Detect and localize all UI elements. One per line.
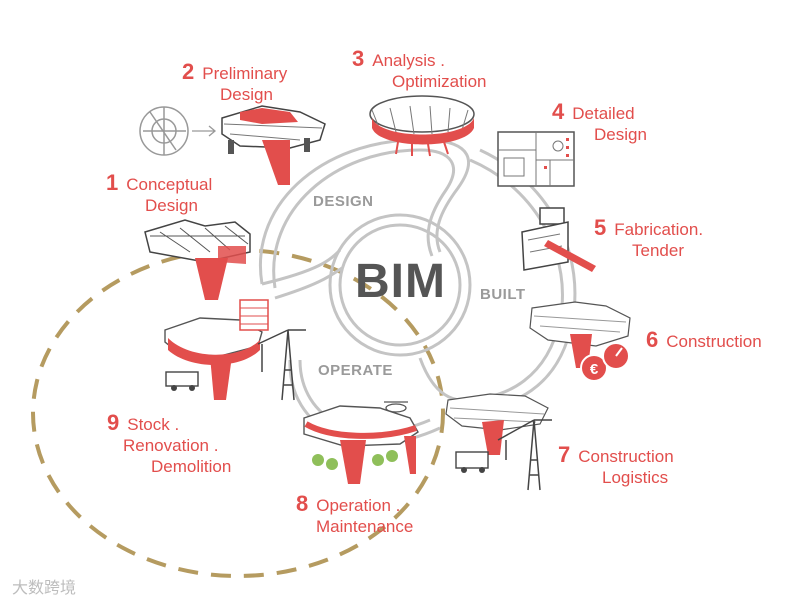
svg-text:€: € bbox=[590, 361, 599, 378]
truck-icon bbox=[165, 371, 199, 391]
phase-design-label: DESIGN bbox=[313, 193, 374, 210]
crane-icon bbox=[497, 419, 552, 491]
step-6-line-1: Construction bbox=[666, 332, 762, 351]
step-6-label: 6 Construction bbox=[646, 329, 762, 352]
truck-icon bbox=[455, 451, 489, 473]
step-3-line-1: Analysis . bbox=[372, 51, 445, 70]
step-7-number: 7 bbox=[558, 442, 571, 467]
step-9-line-3: Demolition bbox=[151, 457, 232, 476]
step-2-line-1: Preliminary bbox=[202, 64, 288, 83]
step-9-line-1: Stock . bbox=[127, 415, 180, 434]
step-4-line-2: Design bbox=[594, 125, 647, 144]
step-7-line-2: Logistics bbox=[602, 468, 669, 487]
step-9-label: 9 Stock . Renovation . Demolition bbox=[107, 412, 231, 477]
step-4-number: 4 bbox=[552, 99, 565, 124]
floorplan-icon bbox=[497, 131, 575, 187]
watermark: 大数跨境 bbox=[12, 580, 77, 597]
bim-title: BIM bbox=[355, 255, 446, 308]
building-model-icon bbox=[445, 393, 549, 455]
step-1-line-1: Conceptual bbox=[126, 175, 213, 194]
step-5-line-1: Fabrication. bbox=[614, 220, 704, 239]
step-8-label: 8 Operation . Maintenance bbox=[296, 493, 413, 537]
step-1-label: 1 Conceptual Design bbox=[106, 172, 212, 216]
step-8-line-1: Operation . bbox=[316, 496, 401, 515]
step-5-number: 5 bbox=[594, 215, 607, 240]
step-7-label: 7 Construction Logistics bbox=[558, 444, 674, 488]
step-2-number: 2 bbox=[182, 59, 195, 84]
tree-icon bbox=[312, 450, 398, 470]
step-7-line-1: Construction bbox=[578, 447, 674, 466]
building-model-icon bbox=[144, 219, 251, 300]
step-8-line-2: Maintenance bbox=[316, 517, 414, 536]
gear-sketch-icon bbox=[139, 106, 217, 156]
step-1-number: 1 bbox=[106, 170, 119, 195]
step-1-line-2: Design bbox=[145, 196, 198, 215]
phase-built-label: BUILT bbox=[480, 286, 526, 303]
building-model-icon bbox=[303, 405, 419, 484]
step-3-line-2: Optimization bbox=[392, 72, 487, 91]
step-5-line-2: Tender bbox=[632, 241, 684, 260]
step-9-number: 9 bbox=[107, 410, 120, 435]
step-5-label: 5 Fabrication. Tender bbox=[594, 217, 703, 261]
phase-operate-label: OPERATE bbox=[318, 362, 393, 379]
step-2-line-2: Design bbox=[220, 85, 273, 104]
step-3-number: 3 bbox=[352, 46, 365, 71]
step-3-label: 3 Analysis . Optimization bbox=[352, 48, 486, 92]
step-9-line-2: Renovation . bbox=[123, 436, 219, 455]
building-model-icon bbox=[221, 105, 326, 185]
step-4-line-1: Detailed bbox=[572, 104, 635, 123]
building-model-icon bbox=[369, 95, 475, 157]
euro-coin-icon: € bbox=[580, 342, 630, 382]
step-2-label: 2 Preliminary Design bbox=[182, 61, 287, 105]
step-6-number: 6 bbox=[646, 327, 659, 352]
machine-icon bbox=[521, 207, 596, 272]
building-model-icon bbox=[164, 299, 269, 400]
crane-icon bbox=[257, 329, 306, 401]
step-4-label: 4 Detailed Design bbox=[552, 101, 647, 145]
drone-icon bbox=[384, 401, 408, 413]
step-8-number: 8 bbox=[296, 491, 309, 516]
